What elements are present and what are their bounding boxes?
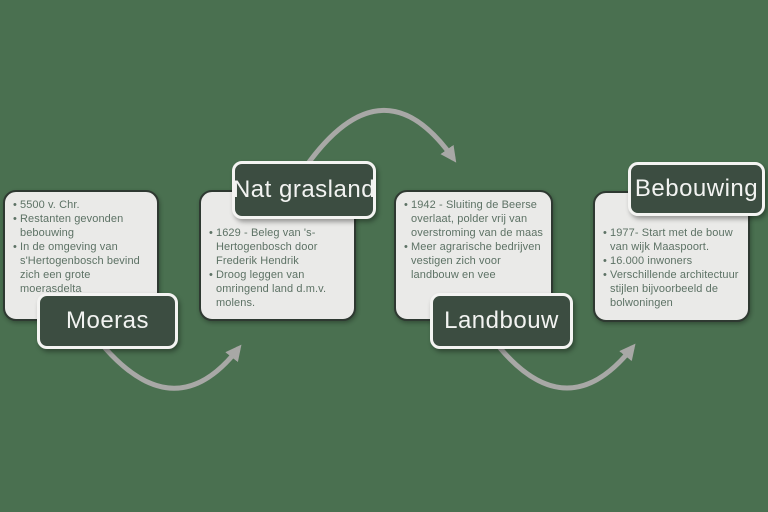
- bullet-item: 1942 - Sluiting de Beerse overlaat, pold…: [404, 198, 546, 240]
- bullet-item: 1977- Start met de bouw van wijk Maaspoo…: [603, 226, 743, 254]
- curved-arrow-landbouw-to-bebouwing-icon: [497, 343, 636, 391]
- bullet-item: 5500 v. Chr.: [13, 198, 152, 212]
- bullet-item: Meer agrarische bedrijven vestigen zich …: [404, 240, 546, 282]
- bullet-list: 1942 - Sluiting de Beerse overlaat, pold…: [404, 198, 546, 282]
- stage-label-moeras: Moeras: [37, 293, 178, 349]
- stage-label-bebouwing: Bebouwing: [628, 162, 765, 216]
- stage-label-landbouw: Landbouw: [430, 293, 573, 349]
- stage-card-moeras: 5500 v. Chr. Restanten gevonden bebouwin…: [3, 190, 159, 321]
- bullet-item: 16.000 inwoners: [603, 254, 743, 268]
- curved-arrow-moeras-to-nat-grasland-icon: [102, 344, 242, 391]
- bullet-item: Verschillende architectuur stijlen bijvo…: [603, 268, 743, 310]
- bullet-item: In de omgeving van s'Hertogenbosch bevin…: [13, 240, 152, 296]
- bullet-item: Restanten gevonden bebouwing: [13, 212, 152, 240]
- bullet-item: 1629 - Beleg van 's-Hertogenbosch door F…: [209, 226, 349, 268]
- bullet-list: 5500 v. Chr. Restanten gevonden bebouwin…: [13, 198, 152, 296]
- stage-label-nat-grasland: Nat grasland: [232, 161, 376, 219]
- bullet-item: Droog leggen van omringend land d.m.v. m…: [209, 268, 349, 310]
- bullet-list: 1977- Start met de bouw van wijk Maaspoo…: [603, 226, 743, 310]
- bullet-list: 1629 - Beleg van 's-Hertogenbosch door F…: [209, 226, 349, 310]
